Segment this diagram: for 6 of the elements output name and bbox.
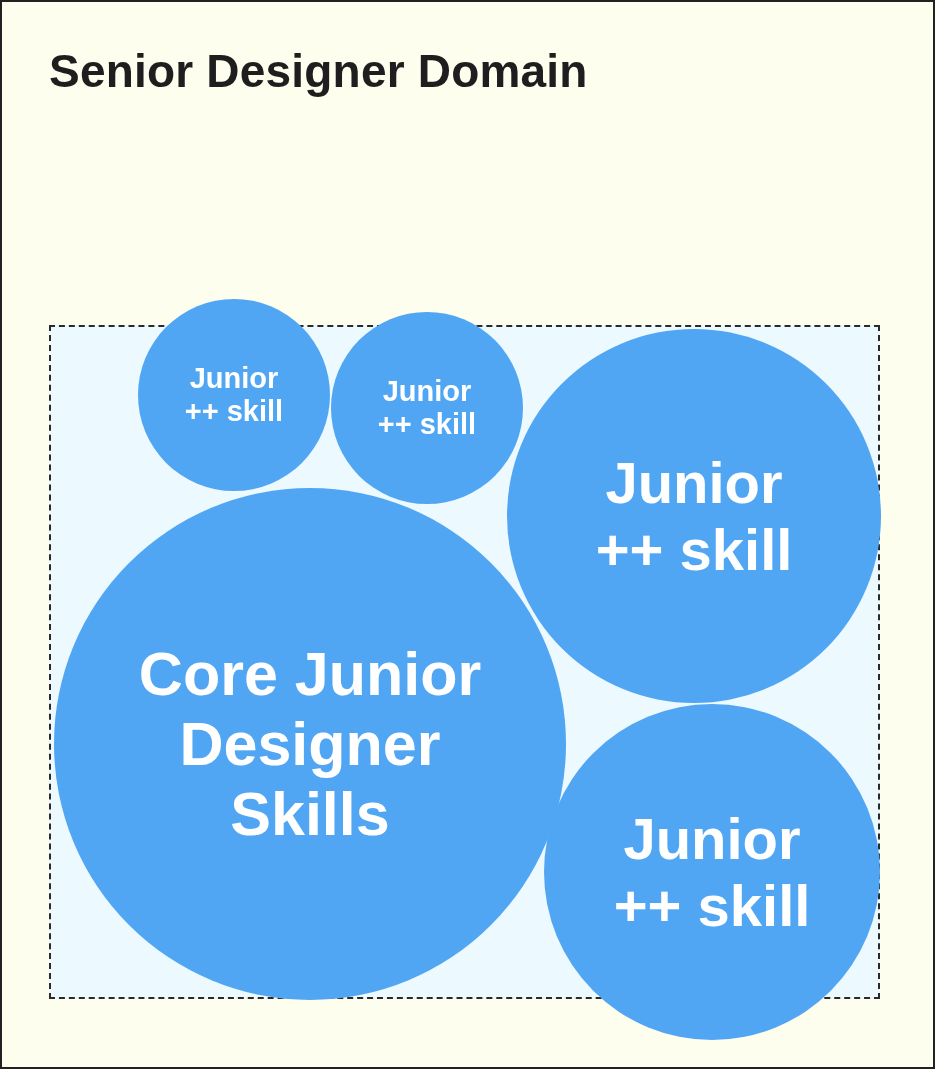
skill-label: Junior ++ skill xyxy=(377,375,477,441)
skill-label: Junior ++ skill xyxy=(184,362,284,428)
domain-title: Senior Designer Domain xyxy=(49,46,588,97)
skill-label: Junior ++ skill xyxy=(613,805,811,939)
skill-label: Core Junior Designer Skills xyxy=(138,639,482,849)
skill-label: Junior ++ skill xyxy=(595,449,793,583)
